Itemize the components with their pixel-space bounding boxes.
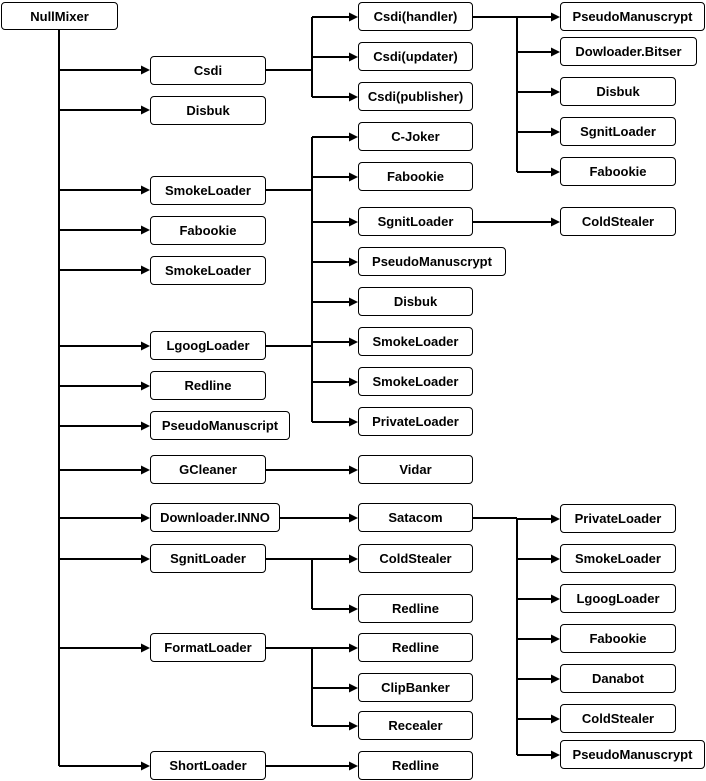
node-smokeloader: SmokeLoader — [150, 256, 266, 285]
node-smokeloader: SmokeLoader — [560, 544, 676, 573]
arrowhead — [349, 52, 358, 62]
node-csdi-handler: Csdi(handler) — [358, 2, 473, 31]
node-recealer: Recealer — [358, 711, 473, 740]
arrowhead — [141, 381, 150, 391]
arrowhead — [551, 514, 560, 524]
node-satacom: Satacom — [358, 503, 473, 532]
node-pseudomanuscrypt: PseudoManuscrypt — [560, 2, 705, 31]
node-pseudomanuscript: PseudoManuscript — [150, 411, 290, 440]
arrowhead — [349, 377, 358, 387]
arrowhead — [141, 185, 150, 195]
arrowhead — [141, 341, 150, 351]
arrowhead — [551, 47, 560, 57]
node-pseudomanuscrypt: PseudoManuscrypt — [560, 740, 705, 769]
node-clipbanker: ClipBanker — [358, 673, 473, 702]
arrowhead — [551, 127, 560, 137]
arrowhead — [141, 421, 150, 431]
node-redline: Redline — [150, 371, 266, 400]
arrowhead — [141, 105, 150, 115]
node-fabookie: Fabookie — [358, 162, 473, 191]
node-fabookie: Fabookie — [150, 216, 266, 245]
arrowhead — [349, 172, 358, 182]
node-lgoogloader: LgoogLoader — [560, 584, 676, 613]
node-dowloader-bitser: Dowloader.Bitser — [560, 37, 697, 66]
arrowhead — [349, 12, 358, 22]
arrowhead — [349, 417, 358, 427]
node-sgnitloader: SgnitLoader — [358, 207, 473, 236]
arrowhead — [349, 683, 358, 693]
arrowhead — [551, 674, 560, 684]
node-danabot: Danabot — [560, 664, 676, 693]
arrowhead — [551, 554, 560, 564]
node-formatloader: FormatLoader — [150, 633, 266, 662]
node-csdi: Csdi — [150, 56, 266, 85]
node-downloader-inno: Downloader.INNO — [150, 503, 280, 532]
node-redline: Redline — [358, 633, 473, 662]
node-coldstealer: ColdStealer — [560, 704, 676, 733]
node-privateloader: PrivateLoader — [560, 504, 676, 533]
arrowhead — [551, 12, 560, 22]
node-gcleaner: GCleaner — [150, 455, 266, 484]
arrowhead — [349, 92, 358, 102]
node-smokeloader: SmokeLoader — [358, 367, 473, 396]
arrowhead — [349, 217, 358, 227]
arrowhead — [551, 87, 560, 97]
node-vidar: Vidar — [358, 455, 473, 484]
node-lgoogloader: LgoogLoader — [150, 331, 266, 360]
node-disbuk: Disbuk — [560, 77, 676, 106]
arrowhead — [141, 225, 150, 235]
arrowhead — [349, 257, 358, 267]
node-csdi-updater: Csdi(updater) — [358, 42, 473, 71]
node-c-joker: C-Joker — [358, 122, 473, 151]
node-csdi-publisher: Csdi(publisher) — [358, 82, 473, 111]
node-fabookie: Fabookie — [560, 624, 676, 653]
node-smokeloader: SmokeLoader — [358, 327, 473, 356]
arrowhead — [141, 513, 150, 523]
node-fabookie: Fabookie — [560, 157, 676, 186]
arrowhead — [141, 643, 150, 653]
arrowhead — [349, 721, 358, 731]
arrowhead — [349, 604, 358, 614]
arrowhead — [551, 217, 560, 227]
node-sgnitloader: SgnitLoader — [560, 117, 676, 146]
arrowhead — [551, 594, 560, 604]
node-coldstealer: ColdStealer — [560, 207, 676, 236]
arrowhead — [141, 554, 150, 564]
arrowhead — [551, 714, 560, 724]
node-smokeloader: SmokeLoader — [150, 176, 266, 205]
node-pseudomanuscrypt: PseudoManuscrypt — [358, 247, 506, 276]
arrowhead — [349, 132, 358, 142]
arrowhead — [349, 761, 358, 771]
arrowhead — [141, 761, 150, 771]
arrowhead — [141, 65, 150, 75]
node-privateloader: PrivateLoader — [358, 407, 473, 436]
arrowhead — [349, 643, 358, 653]
arrowhead — [551, 634, 560, 644]
arrowhead — [349, 465, 358, 475]
arrowhead — [349, 513, 358, 523]
node-redline: Redline — [358, 751, 473, 780]
node-nullmixer: NullMixer — [1, 2, 118, 30]
node-disbuk: Disbuk — [358, 287, 473, 316]
arrowhead — [141, 265, 150, 275]
arrowhead — [349, 337, 358, 347]
node-disbuk: Disbuk — [150, 96, 266, 125]
node-redline: Redline — [358, 594, 473, 623]
arrowhead — [551, 167, 560, 177]
node-coldstealer: ColdStealer — [358, 544, 473, 573]
arrowhead — [551, 750, 560, 760]
arrowhead — [141, 465, 150, 475]
arrowhead — [349, 554, 358, 564]
node-sgnitloader: SgnitLoader — [150, 544, 266, 573]
node-shortloader: ShortLoader — [150, 751, 266, 780]
arrowhead — [349, 297, 358, 307]
